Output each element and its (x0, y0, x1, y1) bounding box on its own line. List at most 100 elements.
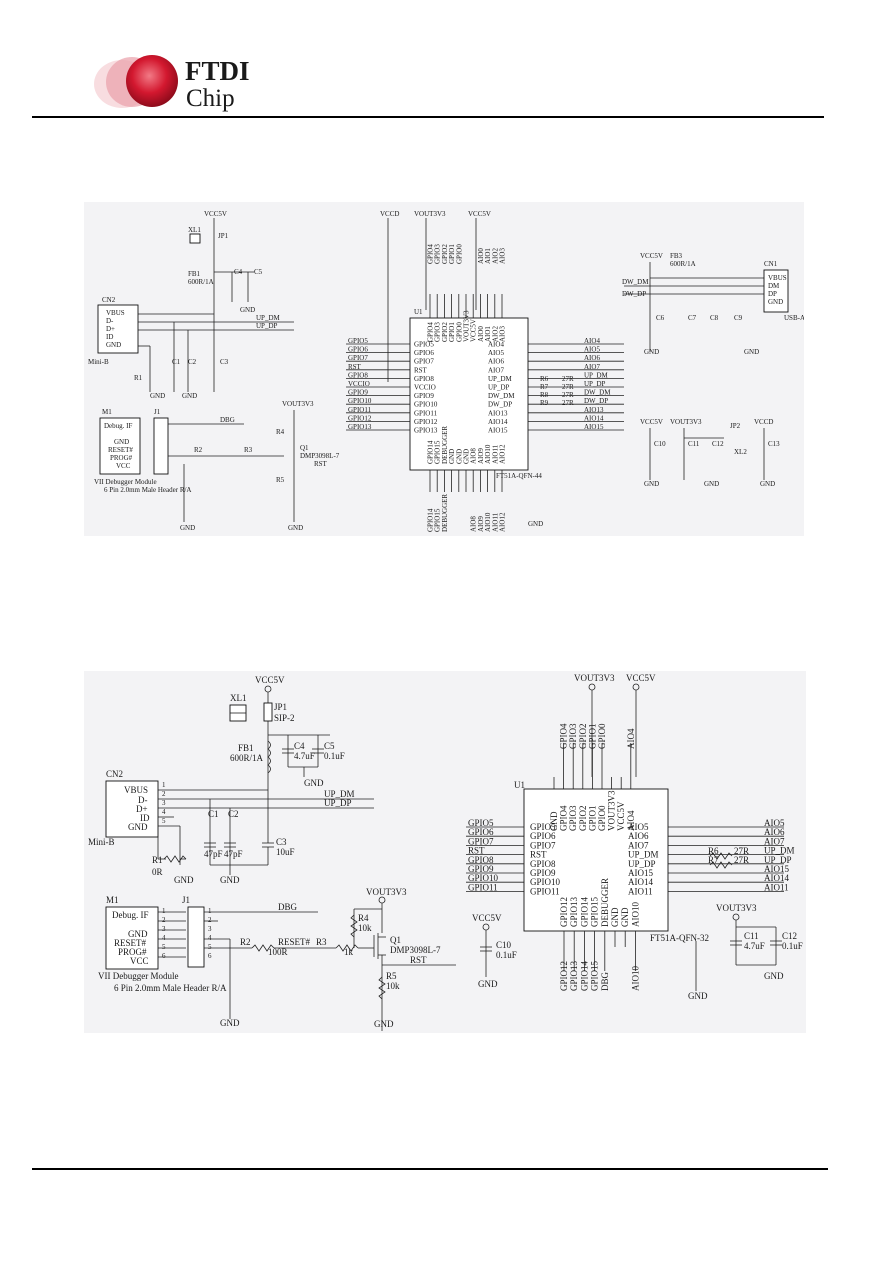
u1-left-pins-2: GPIO5GPIO5GPIO6GPIO6GPIO7GPIO7RSTRSTGPIO… (466, 818, 561, 896)
fb1-label: FB1 (188, 270, 201, 278)
gnd-6: GND (528, 520, 543, 528)
u1q-pin-right-2: AIO7 (628, 840, 649, 850)
dbg-net-2: DBG (278, 902, 298, 912)
u1-pin-bottom-0: GPIO14 (427, 440, 435, 464)
u1-net-right-4: UP_DM (584, 371, 609, 379)
u1-pin-bottom-7: AIO9 (477, 448, 485, 464)
c11-label-1: C11 (688, 440, 700, 448)
c3-label-1: C3 (220, 358, 229, 366)
u1-pin-bottom-2: DEBUGGER (441, 426, 449, 464)
u1-pin-bottom-3: GND (448, 449, 456, 464)
brand-bottom: Chip (186, 85, 235, 112)
u1q-pin-top-4: GPIO1 (587, 805, 597, 831)
jp1-ref-2: JP1 (274, 702, 287, 712)
u1q-net-top-5: GPIO0 (597, 723, 607, 749)
r5-value-2: 10k (386, 981, 400, 991)
u1-net-bottom-9: AIO11 (491, 512, 499, 532)
u1q-pin-bottom-2: GPIO14 (579, 896, 589, 927)
m1-caption2-1: 6 Pin 2.0mm Male Header R/A (104, 486, 192, 494)
svg-text:GND: GND (768, 298, 783, 306)
c3-value-2: 10uF (276, 847, 295, 857)
cn2-name-1: Mini-B (88, 358, 109, 366)
u1q-net-right-1: AIO6 (764, 827, 785, 837)
u1q-pin-right-3: UP_DM (628, 850, 659, 860)
gnd-2: GND (150, 392, 165, 400)
u1-body-1 (409, 317, 529, 471)
u1-part-1: FT51A-QFN-44 (496, 472, 542, 480)
svg-text:2: 2 (162, 916, 166, 924)
svg-text:4: 4 (208, 934, 212, 942)
u1q-pin-left-4: GPIO8 (530, 859, 556, 869)
u1-part-2: FT51A-QFN-32 (650, 933, 709, 943)
svg-text:D+: D+ (136, 804, 148, 814)
u1-net-left-8: GPIO11 (348, 406, 372, 414)
svg-text:VBUS: VBUS (124, 785, 148, 795)
c9-label: C9 (734, 314, 743, 322)
u1-pin-bottom-9: AIO11 (491, 444, 499, 464)
c4-ref-2: C4 (294, 741, 305, 751)
u1q-pin-bottom-4: DEBUGGER (600, 878, 610, 927)
up-dm-2: UP_DM (324, 789, 355, 799)
vout3v3-u1: VOUT3V3 (574, 673, 615, 683)
svg-text:D+: D+ (106, 325, 115, 333)
c5-label: C5 (254, 268, 263, 276)
svg-text:D-: D- (138, 795, 148, 805)
u1-pin-right-6: DW_DM (488, 392, 515, 400)
vccd-1: VCCD (380, 210, 399, 218)
u1q-pin-left-7: GPIO11 (530, 886, 560, 896)
r27-3: 27R (562, 391, 574, 399)
svg-text:GND: GND (128, 822, 148, 832)
gnd-5: GND (288, 524, 303, 532)
u1-net-top-2: GPIO2 (441, 244, 449, 264)
svg-text:DM: DM (768, 282, 780, 290)
q1-label-1: Q1 (300, 444, 309, 452)
c2-label-1: C2 (188, 358, 197, 366)
c11-value-2: 4.7uF (744, 941, 765, 951)
u1-net-left-4: GPIO8 (348, 371, 368, 379)
r3-symbol (335, 944, 359, 952)
svg-text:5: 5 (162, 817, 166, 825)
u1q-net-right-7: AIO11 (764, 882, 789, 892)
net-vcc5v-1: VCC5V (204, 210, 227, 218)
u1-net-left-2: GPIO7 (348, 354, 368, 362)
fb1-value-2: 600R/1A (230, 753, 264, 763)
u1-pin-left-9: GPIO12 (414, 418, 438, 426)
c5-value-2: 0.1uF (324, 751, 345, 761)
u1q-pin-left-6: GPIO10 (530, 877, 561, 887)
u1-net-bottom-2: DEBUGGER (441, 494, 449, 532)
u1-net-right-6: DW_DM (584, 389, 611, 397)
j1-pin-numbers: 1 2 3 4 5 6 (208, 907, 212, 960)
u1-pin-top-9: AIO2 (491, 326, 499, 342)
u1-pin-right-4: UP_DM (488, 375, 513, 383)
u1-net-top-10: AIO3 (499, 248, 507, 264)
r1-ref-2: R1 (152, 855, 163, 865)
u1-net-bottom-1: GPIO15 (434, 508, 442, 532)
cn2-pins-2: VBUS D- D+ ID GND (124, 785, 150, 832)
u1q-pin-left-3: RST (530, 850, 547, 860)
u1-pin-top-4: GPIO0 (455, 322, 463, 342)
m1-caption1-1: VII Debugger Module (94, 478, 157, 486)
gnd-cn2: GND (174, 875, 194, 885)
u1q-pin-left-5: GPIO9 (530, 868, 556, 878)
r6-label-1: R6 (540, 375, 549, 383)
gnd-3: GND (182, 392, 197, 400)
u1-pin-left-2: GPIO7 (414, 358, 434, 366)
c4-label: C4 (234, 268, 243, 276)
u1q-net-left-1: GPIO6 (468, 827, 494, 837)
gnd-8: GND (744, 348, 759, 356)
c10-label-1: C10 (654, 440, 666, 448)
svg-text:ID: ID (106, 333, 113, 341)
u1q-pin-bottom-1: GPIO13 (569, 896, 579, 927)
u1-pin-top-5: VOUT3V3 (463, 310, 471, 342)
r2-value-2: 100R (268, 947, 288, 957)
u1-pin-top-3: GPIO1 (448, 322, 456, 342)
c1-label-1: C1 (172, 358, 181, 366)
u1-net-right-3: AIO7 (584, 363, 600, 371)
vout3v3-1: VOUT3V3 (282, 400, 314, 408)
schematic-detail: VCC5V XL1 JP1 SIP-2 FB1 600R/1A C4 4.7uF… (84, 671, 806, 1033)
gnd-caps: GND (220, 875, 240, 885)
u1-pin-right-7: DW_DP (488, 401, 512, 409)
m1-body (105, 906, 159, 970)
